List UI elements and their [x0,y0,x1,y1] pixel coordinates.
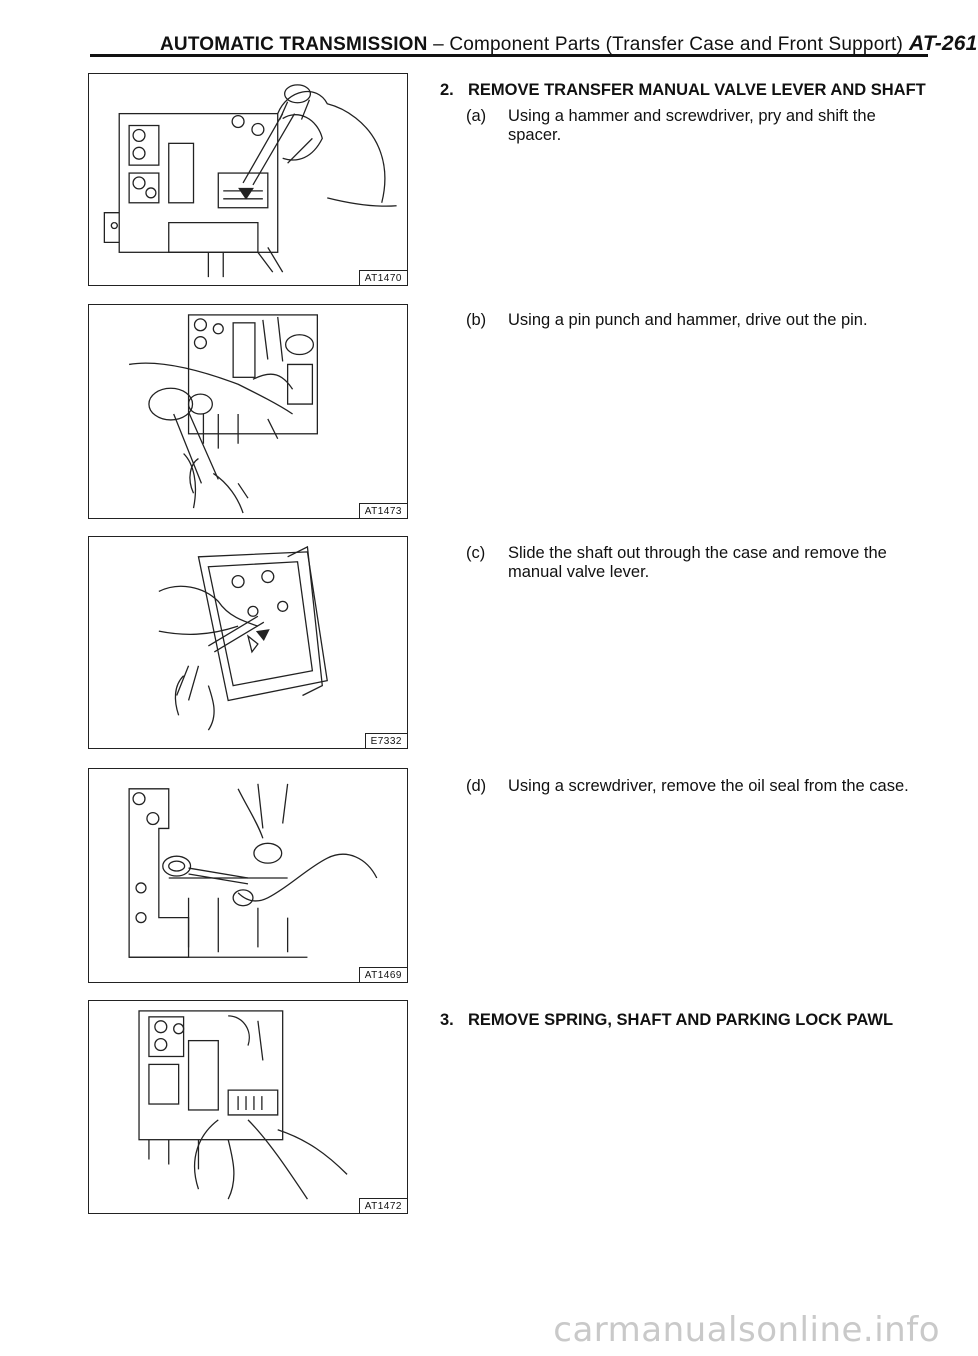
step-title: REMOVE TRANSFER MANUAL VALVE LEVER AND S… [468,81,926,99]
substep-b: (b) Using a pin punch and hammer, drive … [466,311,921,335]
figure-code: AT1473 [358,503,407,518]
substep-a: (a) Using a hammer and screwdriver, pry … [466,107,921,151]
header-text: AUTOMATIC TRANSMISSION – Component Parts… [160,32,978,56]
substep-label: (d) [466,777,487,795]
substep-text: Using a screwdriver, remove the oil seal… [508,777,909,795]
substep-text: Using a hammer and screwdriver, pry and … [508,107,876,144]
substep-label: (a) [466,107,487,125]
figure-3-drawing [158,545,328,731]
substep-d: (d) Using a screwdriver, remove the oil … [466,777,936,801]
figure-code: AT1469 [358,967,407,982]
header-rule [90,54,928,57]
page-header: AUTOMATIC TRANSMISSION – Component Parts… [90,30,977,58]
substep-c: (c) Slide the shaft out through the case… [466,544,921,588]
figure-code: AT1470 [358,270,407,285]
substep-text: Slide the shaft out through the case and… [508,544,887,581]
watermark: carmanualsonline.info [553,1310,940,1350]
figure-code: AT1472 [358,1198,407,1213]
header-subtitle: – Component Parts (Transfer Case and Fro… [427,34,904,55]
header-section: AUTOMATIC TRANSMISSION [160,34,428,55]
figure-4-illustration: AT1469 [88,768,408,983]
figure-5-illustration: AT1472 [88,1000,408,1214]
figure-4-drawing [128,783,378,958]
figure-1-drawing [103,84,397,278]
step-number: 2. [440,81,454,99]
substep-label: (b) [466,311,487,329]
step-number: 3. [440,1011,454,1029]
figure-2-illustration: AT1473 [88,304,408,519]
step-3-heading: 3. REMOVE SPRING, SHAFT AND PARKING LOCK… [440,1010,920,1032]
substep-label: (c) [466,544,486,562]
figure-1-illustration: AT1470 [88,73,408,286]
step-title: REMOVE SPRING, SHAFT AND PARKING LOCK PA… [468,1011,894,1029]
figure-code: E7332 [364,733,407,748]
figure-3-illustration: E7332 [88,536,408,749]
substep-text: Using a pin punch and hammer, drive out … [508,311,868,329]
step-2-heading: 2. REMOVE TRANSFER MANUAL VALVE LEVER AN… [440,80,926,102]
figure-5-drawing [138,1010,348,1200]
page-number: AT-261 [909,32,978,55]
figure-2-drawing [129,314,318,514]
